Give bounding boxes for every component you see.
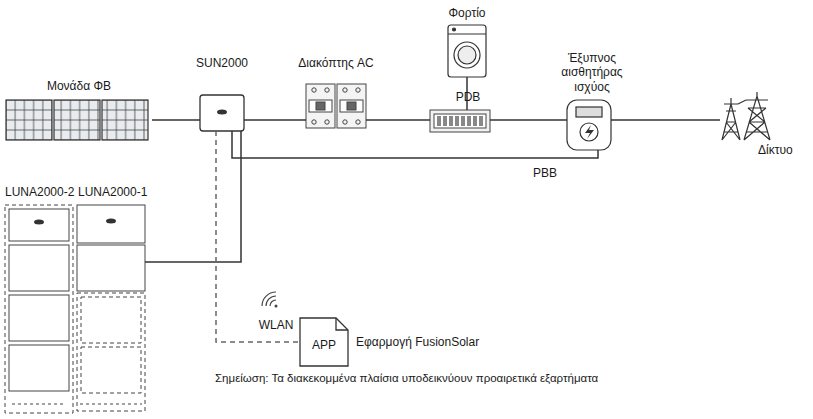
wifi-symbol — [262, 292, 278, 308]
pv-array: Μονάδα ΦΒ — [6, 100, 152, 140]
note-text: Σημείωση: Τα διακεκομμένα πλαίσια υποδει… — [215, 372, 598, 386]
connection-label: PBB — [531, 166, 559, 180]
distribution-box: PDB — [430, 110, 490, 132]
component-label: Φορτίο — [449, 6, 486, 20]
cable — [611, 119, 720, 121]
load: Φορτίο — [448, 25, 486, 77]
app-icon — [300, 318, 348, 366]
component-label: PDB — [456, 90, 481, 104]
battery-optional: LUNA2000-2 — [5, 205, 73, 413]
ac-switch-icon — [306, 84, 366, 128]
distribution-box-icon — [430, 110, 490, 132]
battery: LUNA2000-1 — [77, 205, 145, 413]
cable — [232, 131, 598, 158]
app: APPΕφαρμογή FusionSolar — [300, 318, 348, 366]
cable — [244, 119, 306, 121]
cable — [152, 119, 200, 121]
ac-switch: Διακόπτης AC — [306, 84, 366, 128]
component-label: APP — [312, 338, 336, 352]
component-label: Έξυπνος αισθητήρας ισχύος — [550, 51, 634, 94]
wireless-link — [216, 131, 300, 342]
battery-stack — [77, 205, 145, 411]
component-label: Διακόπτης AC — [298, 56, 373, 70]
grid-tower-icon — [722, 92, 770, 140]
smart-meter-icon — [567, 100, 611, 150]
component-label: Μονάδα ΦΒ — [47, 79, 111, 93]
cable — [366, 119, 430, 121]
cable — [145, 131, 241, 262]
washing-machine-icon — [448, 25, 486, 77]
smart-meter: Έξυπνος αισθητήρας ισχύος — [567, 100, 611, 150]
cable — [490, 119, 567, 121]
power-grid: Δίκτυο — [720, 92, 772, 140]
component-label: Δίκτυο — [758, 143, 793, 157]
component-label: SUN2000 — [196, 56, 248, 70]
battery-stack-optional — [5, 205, 73, 413]
pv-panels — [6, 100, 148, 140]
inverter-icon — [200, 95, 244, 131]
inverter: SUN2000 — [200, 95, 244, 131]
connection-label: WLAN — [257, 318, 296, 332]
component-label: LUNA2000-2 — [5, 185, 74, 199]
component-label: LUNA2000-1 — [78, 185, 147, 199]
component-label: Εφαρμογή FusionSolar — [356, 335, 479, 349]
